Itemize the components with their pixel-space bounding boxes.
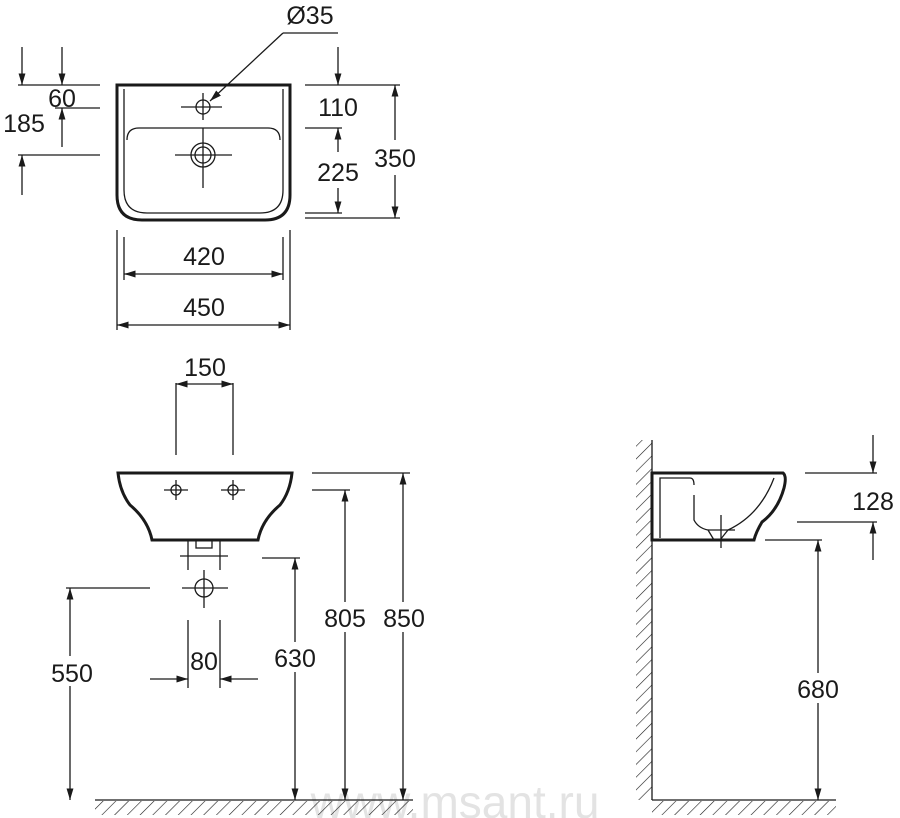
hole-diameter-label: Ø35 (286, 2, 333, 30)
tap-hole (181, 93, 222, 120)
dim-550: 550 (51, 660, 93, 688)
dim-60: 60 (48, 85, 76, 113)
basin-front-outline (116, 471, 294, 542)
side-view: 128 680 (636, 435, 894, 815)
basin-outline (115, 83, 292, 222)
dim-420: 420 (183, 243, 225, 271)
dim-350: 350 (374, 145, 416, 173)
top-view: Ø35 60 185 110 225 350 420 450 (3, 2, 416, 330)
dim-80: 80 (190, 648, 218, 676)
basin-section (659, 477, 775, 541)
dim-110: 110 (318, 94, 358, 122)
tap-hole-left (164, 480, 188, 500)
floor-hatch (95, 801, 413, 815)
basin-side-outline (650, 471, 787, 542)
front-view: 150 80 550 630 805 850 (45, 354, 431, 815)
dim-680: 680 (797, 676, 839, 704)
dim-225: 225 (317, 159, 359, 187)
floor-hatch-side (652, 801, 836, 815)
dim-805: 805 (324, 605, 366, 633)
wall-hatch (636, 440, 652, 800)
dim-630: 630 (274, 645, 316, 673)
waste-outlet (180, 539, 228, 608)
tap-hole-right (221, 480, 245, 500)
dim-128: 128 (852, 488, 894, 516)
dim-850: 850 (383, 605, 425, 633)
dim-450: 450 (183, 294, 225, 322)
drain-hole (175, 128, 232, 188)
basin-rim (123, 89, 284, 214)
dim-185: 185 (3, 110, 45, 138)
dim-150: 150 (184, 354, 226, 382)
